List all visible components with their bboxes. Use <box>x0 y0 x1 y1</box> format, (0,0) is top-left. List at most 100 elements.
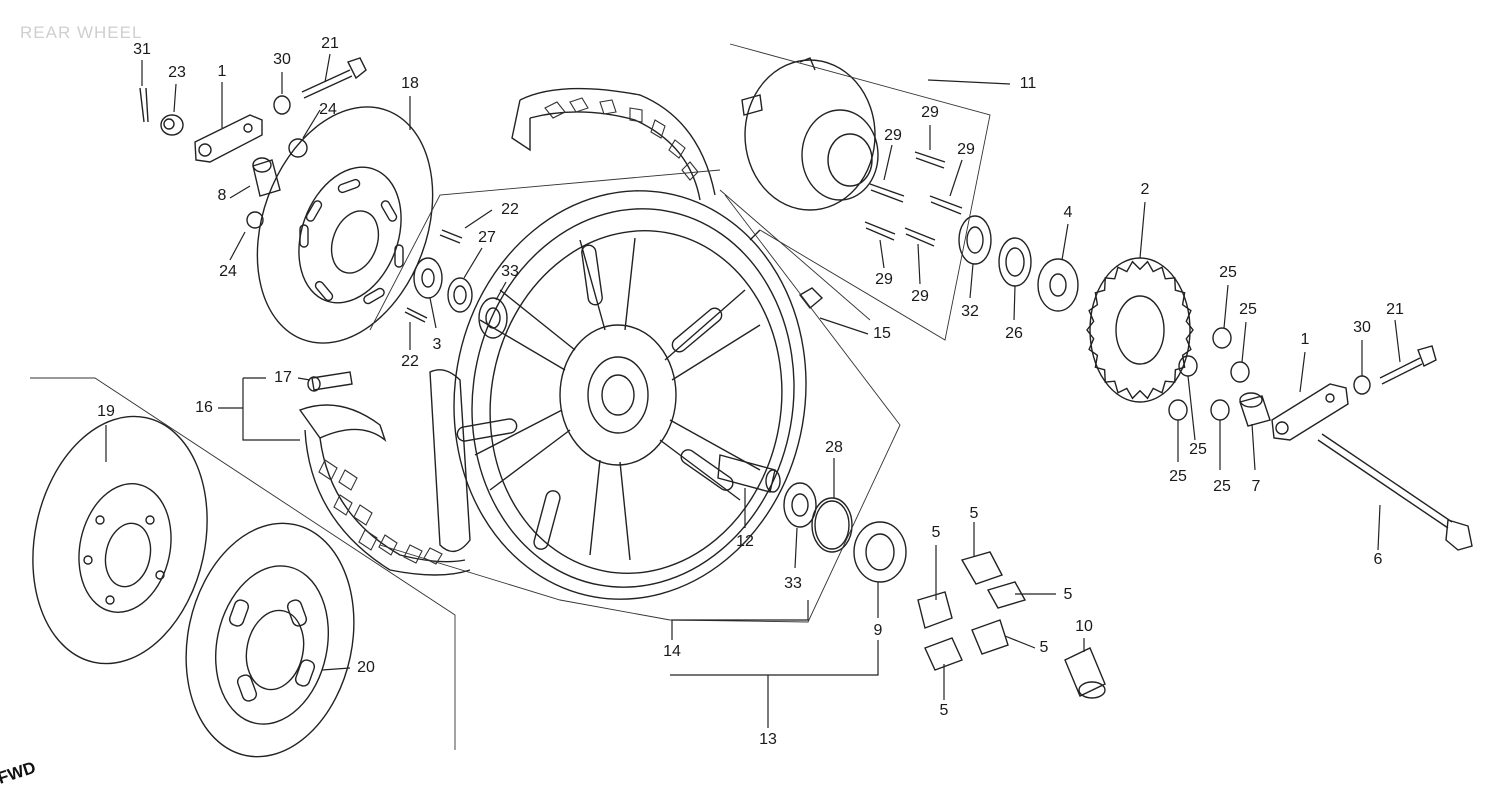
callout-31: 31 <box>133 41 151 58</box>
stud-29-c <box>929 195 963 215</box>
callout-labels: 31 23 1 30 21 18 24 8 24 22 27 33 3 22 1… <box>97 35 1404 748</box>
callout-6: 6 <box>1374 551 1383 568</box>
callout-3: 3 <box>433 336 442 353</box>
stud-29-b <box>869 183 905 203</box>
callout-5-b: 5 <box>970 505 979 522</box>
callout-21-right: 21 <box>1386 301 1404 318</box>
bolt-22-top <box>439 229 463 244</box>
stud-29-e <box>904 227 936 247</box>
nut-23 <box>160 114 184 136</box>
adjuster-plate-1-right <box>1271 383 1349 441</box>
damper-15 <box>798 287 824 310</box>
bearing-32 <box>958 215 992 265</box>
callout-25-d: 25 <box>1169 468 1187 485</box>
damper-5-a <box>960 551 1003 585</box>
callout-18: 18 <box>401 75 419 92</box>
adjuster-plate-1-left <box>194 114 263 163</box>
hub-collar-4 <box>1037 258 1079 312</box>
wheel-rim-14 <box>429 190 807 600</box>
callout-10: 10 <box>1075 618 1093 635</box>
bearing-33-left <box>478 297 508 339</box>
callout-24-bottom: 24 <box>219 263 237 280</box>
callout-29-e: 29 <box>911 288 929 305</box>
nut-25-d <box>1168 399 1188 421</box>
callout-11: 11 <box>1020 75 1037 92</box>
callout-14: 14 <box>663 643 681 660</box>
callout-30-right: 30 <box>1353 319 1371 336</box>
callout-33-left: 33 <box>501 263 519 280</box>
callout-29-b: 29 <box>884 127 902 144</box>
callout-23: 23 <box>168 64 186 81</box>
callout-13: 13 <box>759 731 777 748</box>
damper-5-b <box>986 581 1027 609</box>
callout-22-bottom: 22 <box>401 353 419 370</box>
tire-16 <box>298 404 471 576</box>
callout-5-a: 5 <box>932 524 941 541</box>
nut-25-c <box>1178 355 1198 377</box>
callout-25-a: 25 <box>1219 264 1237 281</box>
tire-valve-17 <box>307 371 353 392</box>
nut-24-top <box>288 138 308 158</box>
nut-24-bottom <box>246 211 264 229</box>
damper-5-e <box>924 637 963 671</box>
nut-25-e <box>1210 399 1230 421</box>
callout-1-right: 1 <box>1301 331 1310 348</box>
hub-seal-9 <box>853 521 907 583</box>
bearing-33-right <box>783 482 817 528</box>
washer-30-right <box>1353 375 1371 395</box>
brake-disc-18 <box>256 106 434 344</box>
callout-21-left: 21 <box>321 35 339 52</box>
callout-12: 12 <box>736 533 754 550</box>
diagram-title: REAR WHEEL <box>20 23 142 42</box>
callout-9: 9 <box>874 622 883 639</box>
fwd-direction-label: FWD <box>0 758 38 788</box>
callout-33-right: 33 <box>784 575 802 592</box>
callout-24-top: 24 <box>319 101 337 118</box>
callout-30-left: 30 <box>273 51 291 68</box>
bolt-22-bottom <box>404 307 428 323</box>
flange-3 <box>413 257 443 299</box>
callout-20: 20 <box>357 659 375 676</box>
washer-30-left <box>273 95 291 115</box>
callout-7: 7 <box>1252 478 1261 495</box>
callout-29-a: 29 <box>921 104 939 121</box>
tire-top-section <box>511 87 716 201</box>
bolt-21-left <box>301 57 367 99</box>
sprocket-2 <box>1086 257 1194 403</box>
distance-collar-12 <box>717 454 781 493</box>
callout-5-c: 5 <box>1064 586 1073 603</box>
spacer-10 <box>1064 647 1106 699</box>
callout-16: 16 <box>195 399 213 416</box>
callout-25-c: 25 <box>1189 441 1207 458</box>
callout-32: 32 <box>961 303 979 320</box>
callout-leaders <box>105 53 1401 728</box>
damper-5-c <box>917 591 953 629</box>
axle-6 <box>1317 433 1473 551</box>
callout-22-top: 22 <box>501 201 519 218</box>
cotter-pin-31 <box>139 87 149 123</box>
oil-seal-26 <box>998 237 1032 287</box>
callout-5-d: 5 <box>1040 639 1049 656</box>
front-disc-group-outline <box>30 377 456 750</box>
callout-27: 27 <box>478 229 496 246</box>
callout-2: 2 <box>1141 181 1150 198</box>
nut-25-b <box>1230 361 1250 383</box>
callout-25-e: 25 <box>1213 478 1231 495</box>
collar-8 <box>252 157 281 197</box>
stud-29-a <box>914 151 946 169</box>
callout-5-e: 5 <box>940 702 949 719</box>
callout-28: 28 <box>825 439 843 456</box>
callout-19: 19 <box>97 403 115 420</box>
callout-25-b: 25 <box>1239 301 1257 318</box>
callout-8: 8 <box>218 187 227 204</box>
brake-disc-20 <box>185 522 355 758</box>
brake-disc-19 <box>32 415 208 665</box>
callout-26: 26 <box>1005 325 1023 342</box>
hub-group-outline <box>369 43 991 623</box>
callout-29-c: 29 <box>957 141 975 158</box>
callout-1-left: 1 <box>218 63 227 80</box>
driven-flange-11 <box>741 57 879 241</box>
callout-29-d: 29 <box>875 271 893 288</box>
o-ring-28 <box>811 497 853 553</box>
